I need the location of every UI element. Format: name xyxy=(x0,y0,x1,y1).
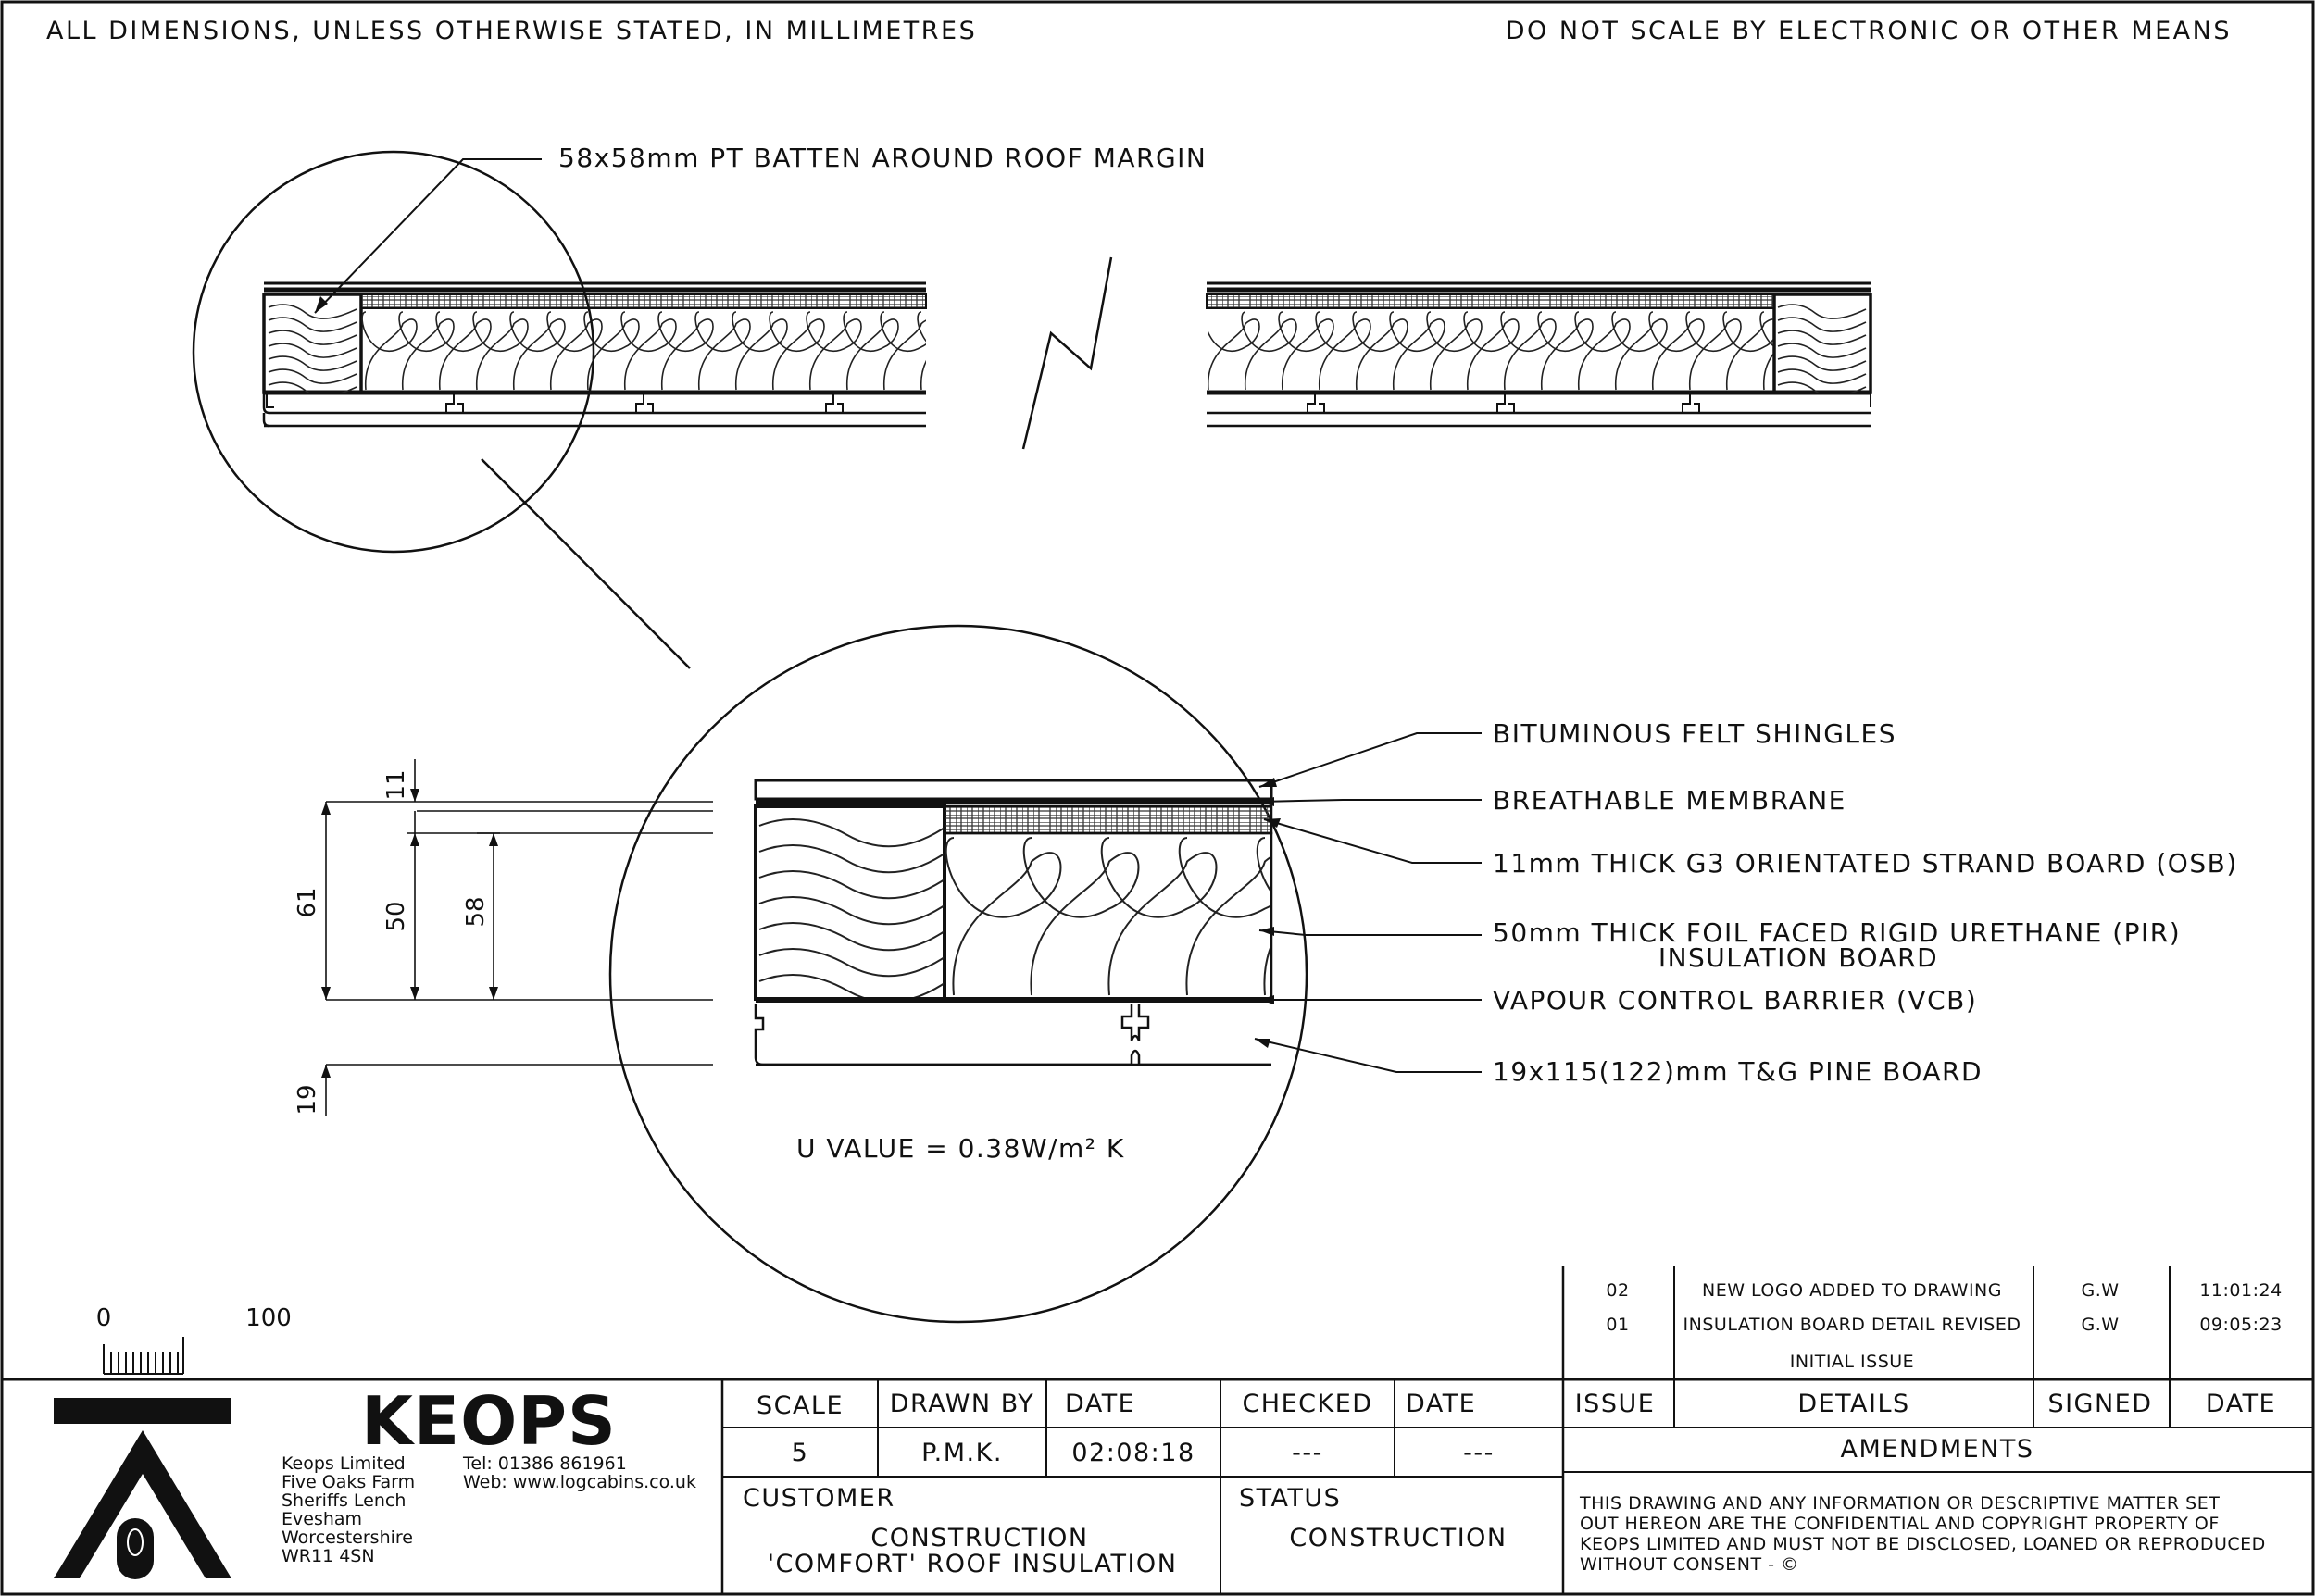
confidential-notice: THIS DRAWING AND ANY INFORMATION OR DESC… xyxy=(1579,1493,2266,1575)
roof-section-left xyxy=(262,281,927,428)
hdr-drawn-by: DRAWN BY xyxy=(890,1390,1034,1418)
layer-leaders xyxy=(1254,732,1482,1073)
amendment-row-01: 01 INSULATION BOARD DETAIL REVISED G.W 0… xyxy=(1606,1315,2282,1335)
batten-leader xyxy=(314,158,542,314)
svg-text:Keops Limited: Keops Limited xyxy=(282,1453,406,1474)
u-value: U VALUE = 0.38W/m² K xyxy=(796,1133,1125,1164)
val-scale: 5 xyxy=(792,1439,809,1467)
hdr-checked: CHECKED xyxy=(1242,1390,1372,1418)
dim-11: 11 xyxy=(382,769,410,800)
dim-50: 50 xyxy=(382,901,410,931)
label-osb: 11mm THICK G3 ORIENTATED STRAND BOARD (O… xyxy=(1493,848,2238,879)
hdr-date3: DATE xyxy=(2206,1390,2276,1418)
company-web: Web: www.logcabins.co.uk xyxy=(463,1472,696,1492)
batten-label: 58x58mm PT BATTEN AROUND ROOF MARGIN xyxy=(558,143,1207,173)
label-insulation-board: INSULATION BOARD xyxy=(1658,942,1938,973)
status-value: CONSTRUCTION xyxy=(1289,1524,1507,1552)
svg-text:02: 02 xyxy=(1606,1280,1629,1301)
title-block-grid xyxy=(2,1266,2313,1594)
dimension-lines xyxy=(325,759,713,1116)
company-tel: Tel: 01386 861961 xyxy=(462,1453,627,1474)
label-vcb: VAPOUR CONTROL BARRIER (VCB) xyxy=(1493,985,1977,1016)
val-date: 02:08:18 xyxy=(1071,1439,1195,1467)
company-address: Keops Limited Five Oaks Farm Sheriffs Le… xyxy=(282,1453,696,1566)
svg-text:Worcestershire: Worcestershire xyxy=(282,1527,413,1548)
val-drawn-by: P.M.K. xyxy=(921,1439,1003,1467)
label-breathable-membrane: BREATHABLE MEMBRANE xyxy=(1493,785,1846,816)
svg-text:09:05:23: 09:05:23 xyxy=(2199,1315,2282,1335)
customer-line1: CONSTRUCTION xyxy=(870,1524,1088,1552)
svg-text:G.W: G.W xyxy=(2081,1315,2119,1335)
svg-text:INITIAL ISSUE: INITIAL ISSUE xyxy=(1790,1352,1914,1372)
svg-text:01: 01 xyxy=(1606,1315,1629,1335)
svg-text:THIS DRAWING AND ANY INFORMATI: THIS DRAWING AND ANY INFORMATION OR DESC… xyxy=(1579,1493,2220,1514)
svg-text:Five Oaks Farm: Five Oaks Farm xyxy=(282,1472,415,1492)
svg-text:INSULATION BOARD DETAIL REVISE: INSULATION BOARD DETAIL REVISED xyxy=(1683,1315,2021,1335)
label-pine-board: 19x115(122)mm T&G PINE BOARD xyxy=(1493,1056,1983,1087)
svg-text:NEW LOGO ADDED TO DRAWING: NEW LOGO ADDED TO DRAWING xyxy=(1702,1280,2002,1301)
status-label: STATUS xyxy=(1239,1484,1341,1513)
customer-line2: 'COMFORT' ROOF INSULATION xyxy=(768,1550,1178,1578)
hdr-signed: SIGNED xyxy=(2047,1390,2152,1418)
svg-text:KEOPS LIMITED AND MUST NOT BE: KEOPS LIMITED AND MUST NOT BE DISCLOSED,… xyxy=(1580,1534,2266,1554)
note-do-not-scale: DO NOT SCALE BY ELECTRONIC OR OTHER MEAN… xyxy=(1506,17,2232,45)
logo-wordmark: KEOPS xyxy=(361,1382,617,1460)
hdr-issue: ISSUE xyxy=(1575,1390,1656,1418)
amendment-row-initial: INITIAL ISSUE xyxy=(1790,1352,1914,1372)
svg-text:WR11 4SN: WR11 4SN xyxy=(282,1546,375,1566)
detail-callout-circle xyxy=(192,150,595,554)
scale-bar xyxy=(103,1337,184,1375)
break-line xyxy=(1021,256,1113,450)
dim-19: 19 xyxy=(294,1084,321,1115)
scale-start: 0 xyxy=(96,1304,112,1332)
amendment-row-02: 02 NEW LOGO ADDED TO DRAWING G.W 11:01:2… xyxy=(1606,1280,2282,1301)
scale-end: 100 xyxy=(245,1304,292,1332)
svg-text:WITHOUT CONSENT - ©: WITHOUT CONSENT - © xyxy=(1580,1554,1799,1575)
label-pir-board: 50mm THICK FOIL FACED RIGID URETHANE (PI… xyxy=(1493,917,2181,948)
keops-logo: KEOPS xyxy=(54,1382,617,1579)
svg-text:11:01:24: 11:01:24 xyxy=(2199,1280,2282,1301)
roof-section-right xyxy=(1206,281,1872,428)
svg-text:Evesham: Evesham xyxy=(282,1509,362,1529)
svg-text:Sheriffs Lench: Sheriffs Lench xyxy=(282,1490,406,1511)
amendments-title: AMENDMENTS xyxy=(1841,1435,2034,1464)
label-felt-shingles: BITUMINOUS FELT SHINGLES xyxy=(1493,718,1896,749)
customer-label: CUSTOMER xyxy=(743,1484,895,1513)
hdr-scale: SCALE xyxy=(757,1391,844,1420)
hdr-date2: DATE xyxy=(1406,1390,1476,1418)
hdr-date: DATE xyxy=(1065,1390,1135,1418)
svg-text:G.W: G.W xyxy=(2081,1280,2119,1301)
svg-text:OUT HEREON ARE THE CONFIDENTIA: OUT HEREON ARE THE CONFIDENTIAL AND COPY… xyxy=(1580,1514,2220,1534)
val-checked: --- xyxy=(1292,1439,1323,1467)
val-date2: --- xyxy=(1463,1439,1495,1467)
dim-58: 58 xyxy=(462,896,490,927)
note-dimensions: ALL DIMENSIONS, UNLESS OTHERWISE STATED,… xyxy=(46,17,977,45)
dim-61: 61 xyxy=(294,887,321,917)
enlarged-detail xyxy=(608,624,1308,1324)
hdr-details: DETAILS xyxy=(1797,1390,1909,1418)
